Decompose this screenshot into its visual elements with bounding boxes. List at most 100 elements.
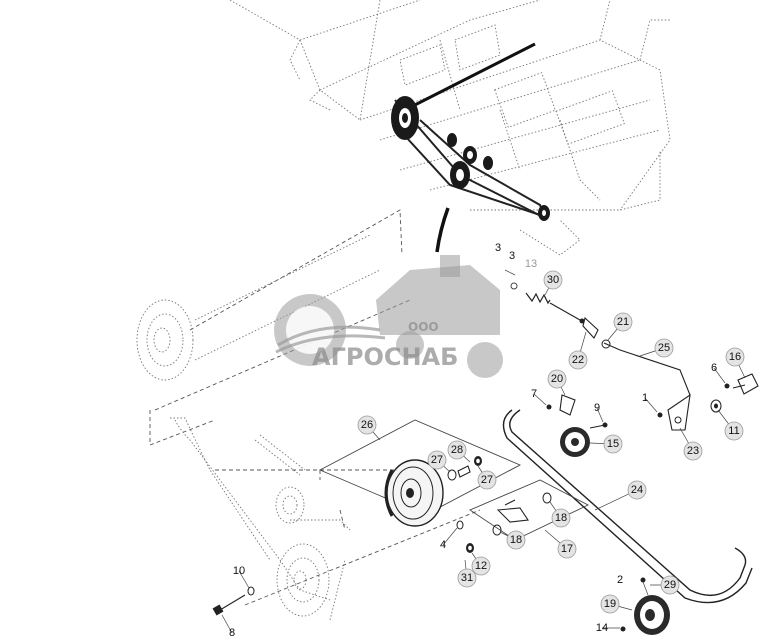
callout-number: 18 (510, 534, 522, 546)
callout-number: 15 (607, 438, 619, 450)
upper-drive-assembly (391, 96, 550, 221)
callout-c11: 11 (724, 421, 744, 441)
callout-c27b: 27 (477, 470, 497, 490)
callout-c12: 12 (471, 556, 491, 576)
callout-number: 29 (664, 579, 676, 591)
callout-number: 1 (642, 392, 648, 404)
callout-circle (724, 421, 744, 441)
callout-circle (660, 575, 680, 595)
plain-number-label: 13 (525, 258, 537, 270)
callout-circle (447, 440, 467, 460)
callout-c27a: 27 (427, 450, 447, 470)
callout-number: 14 (596, 622, 608, 634)
watermark-company-name: АГРОСНАБ (312, 343, 458, 371)
callout-number: 6 (711, 362, 717, 374)
callout-circle (654, 338, 674, 358)
callout-c31: 31 (457, 568, 477, 588)
callout-number: 11 (728, 425, 739, 437)
callout-circle (613, 312, 633, 332)
callout-number: 27 (481, 474, 493, 486)
callout-number: 28 (451, 444, 463, 456)
callout-c17: 17 (557, 539, 577, 559)
callout-number: 19 (604, 598, 616, 610)
callout-c29: 29 (660, 575, 680, 595)
callout-number: 22 (572, 354, 584, 366)
callout-c28: 28 (447, 440, 467, 460)
callout-circle (603, 434, 623, 454)
callout-circle (543, 270, 563, 290)
company-watermark: ООО АГРОСНАБ (274, 255, 503, 378)
callout-c25: 25 (654, 338, 674, 358)
callout-circle (683, 441, 703, 461)
callout-c19: 19 (600, 594, 620, 614)
callout-number: 8 (229, 627, 235, 639)
callout-number: 7 (531, 388, 537, 400)
main-pulley (384, 456, 482, 527)
callout-number: 21 (617, 316, 629, 328)
lower-left-assembly (136, 209, 481, 621)
callout-c22: 22 (568, 350, 588, 370)
lower-pulley (620, 577, 670, 635)
bolt-assembly (212, 586, 255, 616)
callout-number: 27 (431, 454, 443, 466)
callout-c6: 6 (711, 362, 717, 374)
callout-circle (627, 480, 647, 500)
callout-c20: 20 (547, 369, 567, 389)
callout-c7: 7 (531, 388, 537, 400)
callout-circle (477, 470, 497, 490)
callout-c4: 4 (440, 539, 446, 551)
callout-number: 31 (461, 572, 473, 584)
callout-circle (506, 530, 526, 550)
callout-c26: 26 (357, 415, 377, 435)
callout-circle (557, 539, 577, 559)
callout-number: 17 (561, 543, 573, 555)
callout-circle (568, 350, 588, 370)
callout-number: 12 (475, 560, 487, 572)
callout-number: 16 (729, 351, 741, 363)
callout-c21: 21 (613, 312, 633, 332)
callout-c16: 16 (725, 347, 745, 367)
callout-circle (547, 369, 567, 389)
callout-number: 26 (361, 419, 373, 431)
callout-circle (471, 556, 491, 576)
callout-number: 4 (440, 539, 446, 551)
callout-circle (551, 508, 571, 528)
plain-number-label: 3 (509, 250, 515, 262)
idler-pulley (560, 422, 608, 457)
tension-linkage (504, 269, 759, 431)
callout-circle (427, 450, 447, 470)
callout-c23: 23 (683, 441, 703, 461)
callout-number: 30 (547, 274, 559, 286)
callout-c18a: 18 (551, 508, 571, 528)
drive-belt (502, 409, 753, 604)
plain-number-label: 3 (495, 242, 501, 254)
callout-c14: 14 (596, 622, 608, 634)
callout-circle (600, 594, 620, 614)
callout-number: 23 (687, 445, 699, 457)
callout-c30: 30 (543, 270, 563, 290)
callout-c1: 1 (642, 392, 648, 404)
plain-labels: 33 13 (495, 242, 537, 270)
callout-c18b: 18 (506, 530, 526, 550)
drive-shaft (404, 42, 536, 112)
callout-circle (725, 347, 745, 367)
callout-c8: 8 (229, 627, 235, 639)
callout-circle (457, 568, 477, 588)
watermark-prefix: ООО (408, 320, 439, 334)
callout-c9: 9 (594, 402, 600, 414)
callout-circle (357, 415, 377, 435)
callout-c24: 24 (627, 480, 647, 500)
callout-number: 25 (658, 342, 670, 354)
callout-number: 18 (555, 512, 567, 524)
callout-number: 2 (617, 574, 623, 586)
callout-c2: 2 (617, 574, 623, 586)
view-reference-mark (435, 207, 450, 253)
callout-number: 9 (594, 402, 600, 414)
callout-c10: 10 (233, 565, 245, 577)
machine-frame (229, 0, 671, 256)
bracket-group-frame (456, 479, 590, 553)
callout-number: 24 (631, 484, 643, 496)
